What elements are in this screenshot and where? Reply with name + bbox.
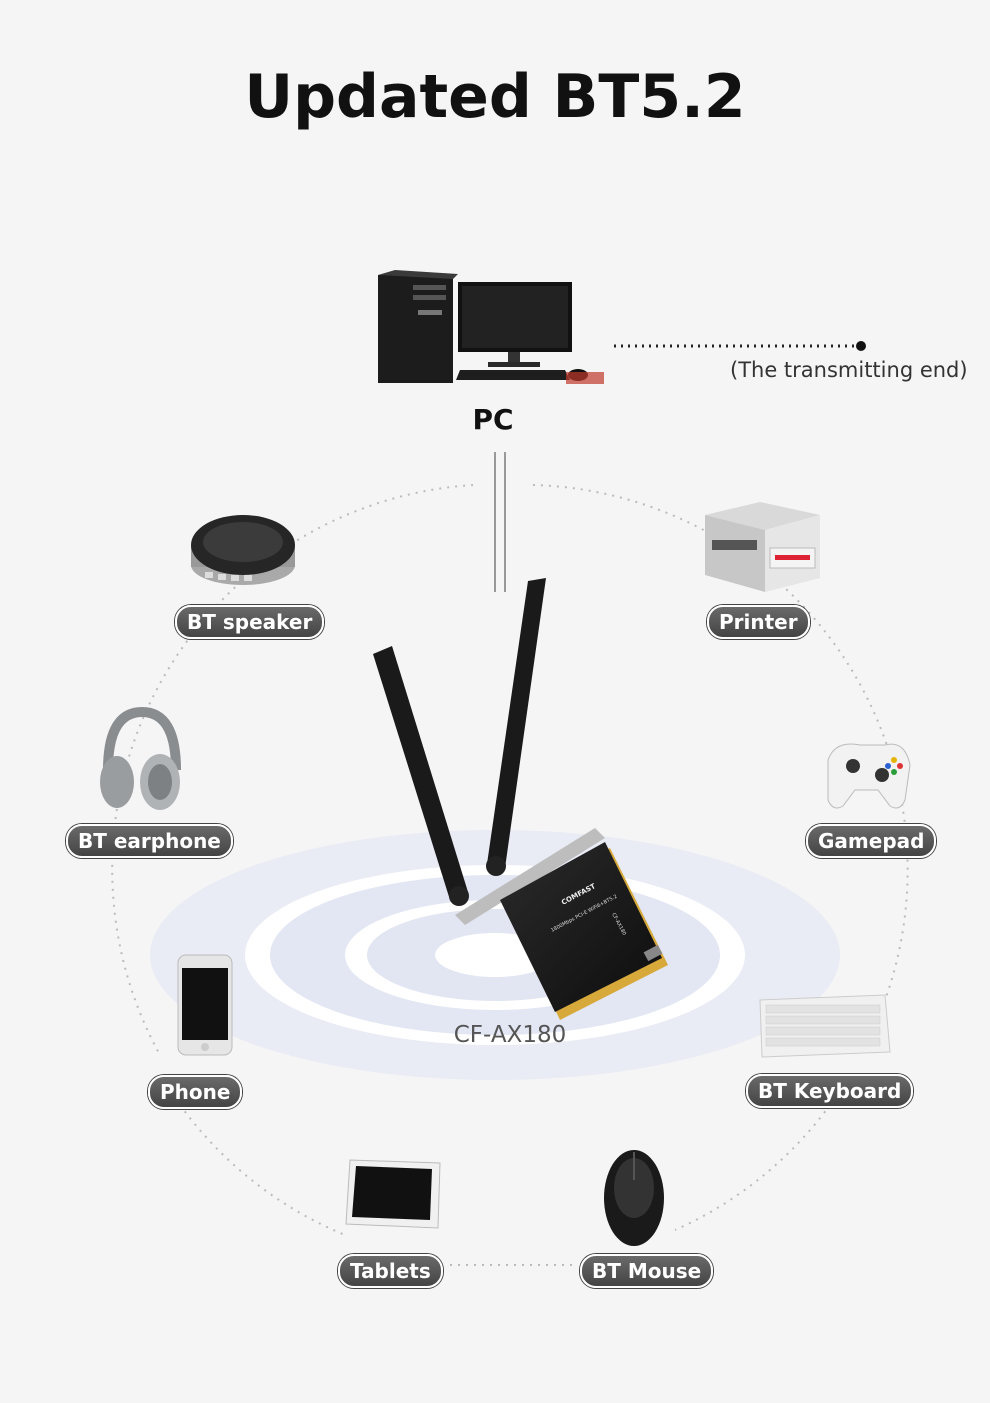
dotted-ring bbox=[111, 484, 909, 1266]
transmitting-note: (The transmitting end) bbox=[730, 358, 968, 382]
pc-label: PC bbox=[472, 403, 514, 436]
bt-speaker-label: BT speaker bbox=[175, 605, 325, 639]
printer-icon bbox=[705, 502, 820, 592]
printer-label: Printer bbox=[707, 605, 810, 639]
mouse-icon bbox=[604, 1150, 664, 1246]
tablet-icon bbox=[345, 1159, 441, 1229]
phone-label: Phone bbox=[148, 1075, 243, 1109]
keyboard-icon bbox=[759, 994, 891, 1058]
bt-mouse-label: BT Mouse bbox=[580, 1254, 714, 1288]
bt-earphone-label: BT earphone bbox=[66, 824, 233, 858]
pc-tower-icon bbox=[378, 270, 458, 383]
gamepad-icon bbox=[827, 743, 911, 809]
pc-link-lines bbox=[494, 452, 506, 592]
tablets-label: Tablets bbox=[338, 1254, 443, 1288]
gamepad-label: Gamepad bbox=[806, 824, 937, 858]
model-label: CF-AX180 bbox=[453, 1022, 567, 1048]
headphones-icon bbox=[100, 706, 181, 810]
page-title: Updated BT5.2 bbox=[244, 62, 746, 132]
antenna-icon bbox=[373, 578, 546, 906]
bt-speaker-icon bbox=[191, 515, 295, 585]
bt-keyboard-label: BT Keyboard bbox=[746, 1074, 914, 1108]
monitor-icon bbox=[456, 282, 604, 384]
wifi-card-icon bbox=[455, 828, 668, 1020]
phone-icon bbox=[177, 954, 233, 1056]
